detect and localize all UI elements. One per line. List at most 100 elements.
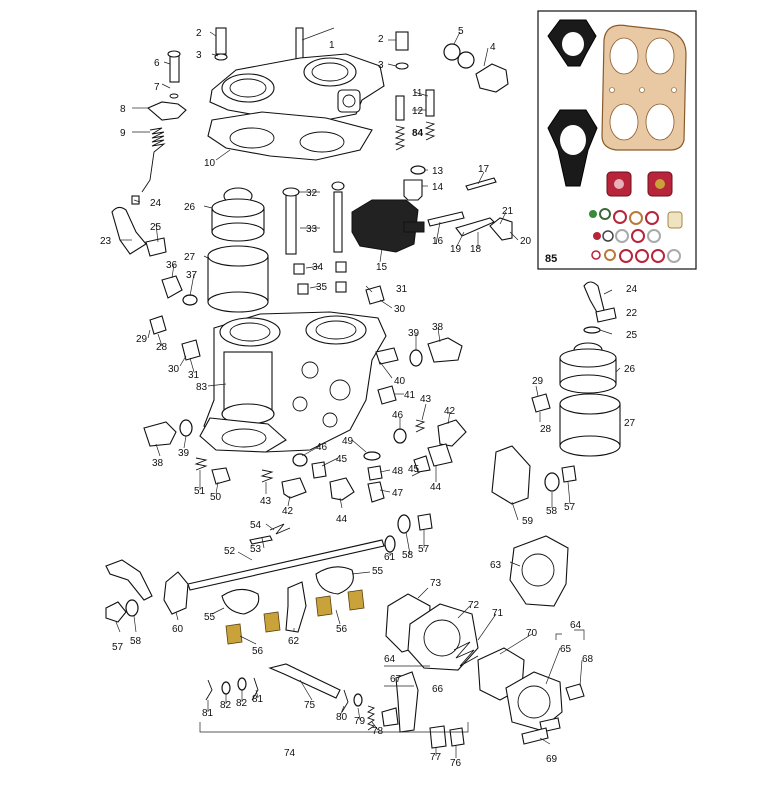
right-lever-parts xyxy=(491,281,621,505)
callout-82: 82 xyxy=(220,700,232,711)
callout-42: 42 xyxy=(444,406,456,417)
callout-9: 9 xyxy=(120,128,126,139)
callout-2: 2 xyxy=(196,28,202,39)
callout-81b: 81 xyxy=(252,694,264,705)
callout-11: 11 xyxy=(412,88,423,99)
callout-56b: 56 xyxy=(336,624,348,635)
callout-29: 29 xyxy=(136,334,148,345)
callout-26: 26 xyxy=(184,202,196,213)
callout-76: 76 xyxy=(450,758,462,769)
callout-80: 80 xyxy=(336,712,348,723)
callout-22: 22 xyxy=(626,308,638,319)
callout-28: 28 xyxy=(156,342,168,353)
callout-55: 55 xyxy=(372,566,384,577)
float-chamber-cover xyxy=(351,199,425,253)
callout-25b: 25 xyxy=(626,330,638,341)
top-cover-assembly xyxy=(207,27,385,161)
left-venturi-parts xyxy=(111,187,269,313)
callout-24: 24 xyxy=(150,198,162,209)
small-jets-left xyxy=(149,275,385,361)
callout-5: 5 xyxy=(458,26,464,37)
main-carburetor-body xyxy=(199,311,387,453)
bottom-linkage xyxy=(199,663,469,749)
callout-58: 58 xyxy=(402,550,414,561)
callout-37: 37 xyxy=(186,270,198,281)
callout-78: 78 xyxy=(372,726,384,737)
callout-43b: 43 xyxy=(260,496,272,507)
callout-62: 62 xyxy=(288,636,300,647)
callout-61: 61 xyxy=(384,552,396,563)
callout-33: 33 xyxy=(306,224,318,235)
callout-56: 56 xyxy=(252,646,264,657)
callout-65: 65 xyxy=(560,644,572,655)
callout-38b: 38 xyxy=(152,458,164,469)
callout-30b: 30 xyxy=(394,304,406,315)
callout-81: 81 xyxy=(202,708,214,719)
callout-2b: 2 xyxy=(378,34,384,45)
leader-lines xyxy=(115,27,621,758)
callout-57b: 57 xyxy=(112,642,124,653)
callout-3b: 3 xyxy=(378,60,384,71)
callout-58b: 58 xyxy=(130,636,142,647)
callout-77: 77 xyxy=(430,752,442,763)
callout-58c: 58 xyxy=(546,506,558,517)
callout-31b: 31 xyxy=(396,284,408,295)
callout-68: 68 xyxy=(582,654,594,665)
callout-29b: 29 xyxy=(532,376,544,387)
callout-66: 66 xyxy=(432,684,444,695)
callout-45b: 45 xyxy=(336,454,348,465)
callout-10: 10 xyxy=(204,158,216,169)
callout-44: 44 xyxy=(430,482,442,493)
callout-53: 53 xyxy=(250,544,262,555)
callout-12: 12 xyxy=(412,106,424,117)
linkage-small-parts xyxy=(427,177,513,241)
callout-59: 59 xyxy=(522,516,534,527)
top-screws xyxy=(141,27,509,193)
callout-32: 32 xyxy=(306,188,318,199)
kit-label: 85 xyxy=(545,253,557,265)
callout-51: 51 xyxy=(194,486,206,497)
callout-numbers: 1 2 3 2 3 4 5 6 7 8 9 10 11 12 13 14 15 … xyxy=(100,26,638,769)
callout-21: 21 xyxy=(502,206,514,217)
callout-28b: 28 xyxy=(540,424,552,435)
lower-left-jets xyxy=(143,419,307,499)
gasket-kit-panel: 85 xyxy=(537,10,697,270)
callout-83: 83 xyxy=(196,382,208,393)
callout-54: 54 xyxy=(250,520,262,531)
callout-47: 47 xyxy=(392,488,404,499)
callout-35: 35 xyxy=(316,282,328,293)
callout-72: 72 xyxy=(468,600,480,611)
callout-4: 4 xyxy=(490,42,496,53)
callout-14: 14 xyxy=(432,182,444,193)
callout-49: 49 xyxy=(342,436,354,447)
callout-13: 13 xyxy=(432,166,444,177)
callout-26b: 26 xyxy=(624,364,636,375)
callout-44b: 44 xyxy=(336,514,348,525)
callout-41: 41 xyxy=(404,390,416,401)
callout-1: 1 xyxy=(329,40,335,51)
callout-30: 30 xyxy=(168,364,180,375)
callout-16: 16 xyxy=(432,236,444,247)
callout-82b: 82 xyxy=(236,698,248,709)
throttle-shaft-assembly xyxy=(105,513,433,645)
callout-38: 38 xyxy=(432,322,444,333)
callout-39b: 39 xyxy=(178,448,190,459)
callout-55b: 55 xyxy=(204,612,216,623)
callout-64b: 64 xyxy=(384,654,396,665)
callout-60: 60 xyxy=(172,624,184,635)
callout-6: 6 xyxy=(154,58,160,69)
callout-57: 57 xyxy=(418,544,430,555)
callout-57c: 57 xyxy=(564,502,576,513)
callout-8: 8 xyxy=(120,104,126,115)
jets-right-top xyxy=(394,89,436,201)
callout-43: 43 xyxy=(420,394,432,405)
callout-46b: 46 xyxy=(316,442,328,453)
callout-52: 52 xyxy=(224,546,236,557)
callout-27: 27 xyxy=(184,252,196,263)
kit-small-rings xyxy=(589,208,683,263)
callout-40: 40 xyxy=(394,376,406,387)
callout-84: 84 xyxy=(412,128,424,139)
callout-70: 70 xyxy=(526,628,538,639)
callout-34: 34 xyxy=(312,262,324,273)
